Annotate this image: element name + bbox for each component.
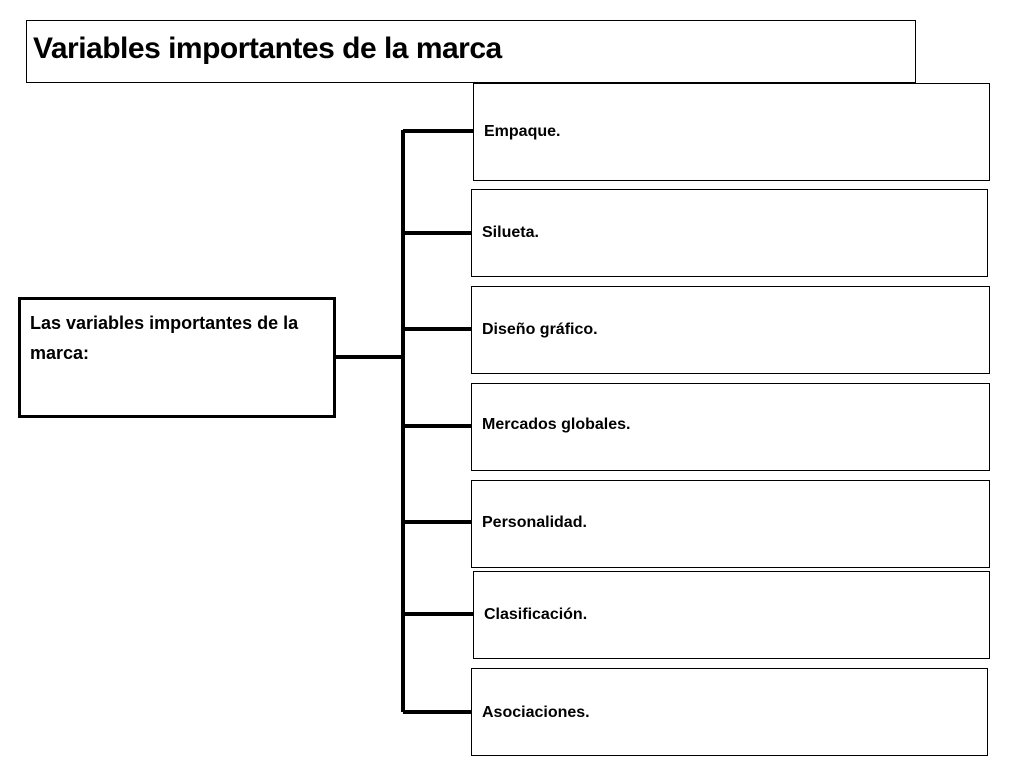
item-box-3: Diseño gráfico.: [471, 286, 990, 374]
item-box-6: Clasificación.: [473, 571, 990, 659]
item-box-4: Mercados globales.: [471, 383, 990, 471]
item-box-5: Personalidad.: [471, 480, 990, 568]
item-box-7: Asociaciones.: [471, 668, 988, 756]
item-box-1: Empaque.: [473, 83, 990, 181]
item-label-6: Clasificación.: [484, 606, 588, 623]
item-label-5: Personalidad.: [482, 514, 587, 531]
root-node: Las variables importantes de la marca:: [18, 297, 336, 418]
root-node-label: Las variables importantes de la marca:: [30, 313, 299, 363]
title-box: Variables importantes de la marca: [26, 20, 916, 83]
diagram-title: Variables importantes de la marca: [33, 32, 502, 65]
item-box-2: Silueta.: [471, 189, 988, 277]
item-label-4: Mercados globales.: [482, 416, 631, 433]
item-label-3: Diseño gráfico.: [482, 321, 598, 338]
item-label-2: Silueta.: [482, 224, 539, 241]
item-label-7: Asociaciones.: [482, 704, 590, 721]
item-label-1: Empaque.: [484, 123, 561, 140]
